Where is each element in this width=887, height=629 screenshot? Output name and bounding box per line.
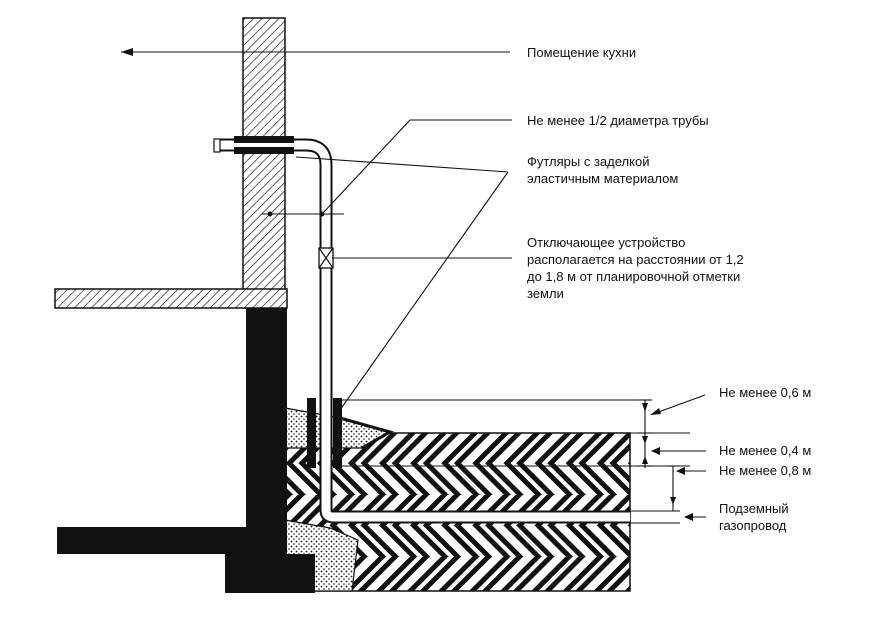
label-underground-line1: Подземный xyxy=(719,501,789,516)
wall-sleeve xyxy=(234,136,294,154)
ground-sleeve xyxy=(307,398,342,468)
label-sleeves-line2: эластичным материалом xyxy=(527,171,678,186)
label-underground-line2: газопровод xyxy=(719,518,787,533)
label-sleeves-line1: Футляры с заделкой xyxy=(527,154,649,169)
label-shutoff-line2: располагается на расстоянии от 1,2 xyxy=(527,252,744,267)
label-shutoff-line1: Отключающее устройство xyxy=(527,235,685,250)
label-dim-04: Не менее 0,4 м xyxy=(719,443,811,458)
gas-pipe xyxy=(213,138,630,524)
label-shutoff-line4: земли xyxy=(527,286,564,301)
labels: Помещение кухни Не менее 1/2 диаметра тр… xyxy=(527,45,811,533)
label-kitchen: Помещение кухни xyxy=(527,45,636,60)
label-half-diameter: Не менее 1/2 диаметра трубы xyxy=(527,113,709,128)
shutoff-valve-icon xyxy=(318,247,334,269)
foundation xyxy=(57,307,315,593)
label-shutoff-line3: до 1,8 м от планировочной отметки xyxy=(527,269,740,284)
label-dim-08: Не менее 0,8 м xyxy=(719,463,811,478)
label-dim-06: Не менее 0,6 м xyxy=(719,385,811,400)
building-wall xyxy=(54,17,288,309)
half-diameter-dimension xyxy=(262,211,344,217)
depth-dimensions xyxy=(638,394,706,521)
